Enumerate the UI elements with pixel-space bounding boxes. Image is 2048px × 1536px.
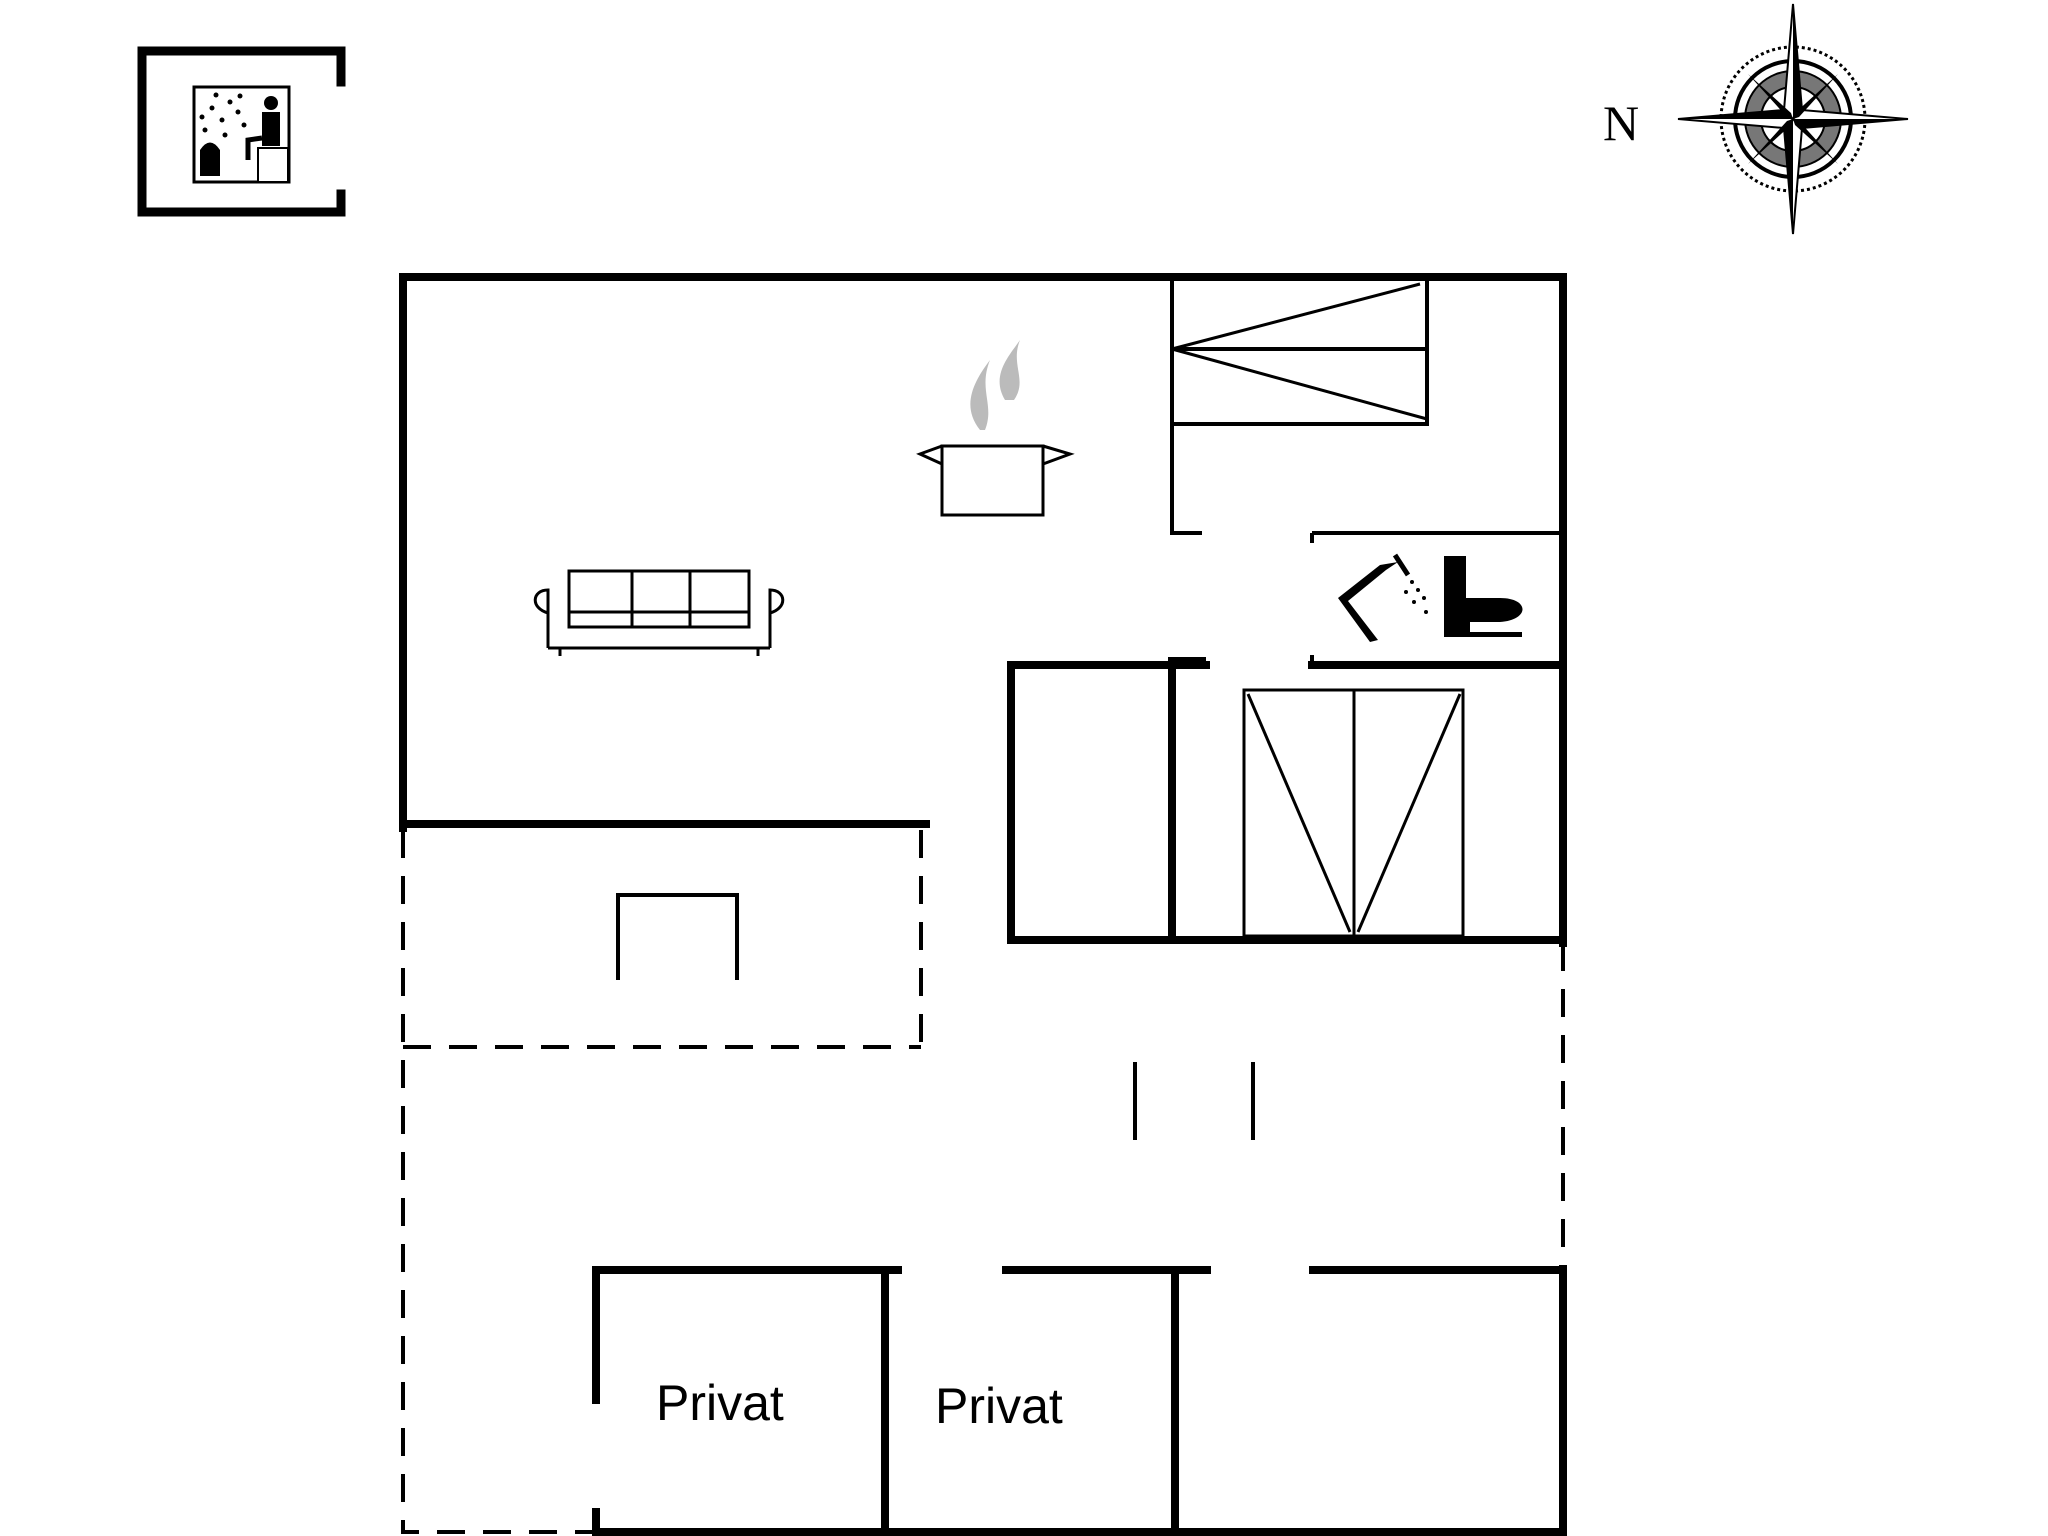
exterior-walls: [399, 273, 1567, 1536]
interior-walls: [399, 279, 1567, 1536]
terrace-outline: [401, 830, 1565, 1534]
wardrobe: [1242, 688, 1465, 938]
toilet-icon: [1444, 556, 1523, 637]
shower-icon: [1338, 553, 1428, 642]
fireplace: [616, 893, 739, 980]
private-room-1-label: Privat: [656, 1375, 784, 1431]
sofa-icon: [533, 569, 785, 656]
sauna-icon: [137, 46, 346, 217]
compass-rose-icon: [1677, 3, 1909, 235]
north-label: N: [1603, 95, 1639, 151]
cooking-pot-icon: [916, 340, 1075, 517]
staircase-upper: [1171, 277, 1429, 426]
private-room-2-label: Privat: [935, 1378, 1063, 1434]
